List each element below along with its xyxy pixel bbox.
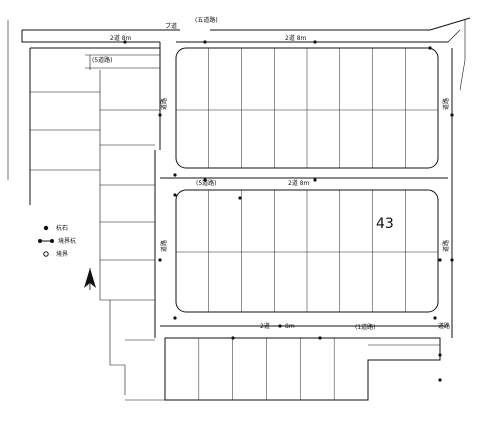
road-label-bottom-right: (1道路)	[355, 323, 376, 331]
boundary-marker	[203, 178, 207, 182]
boundary-marker	[123, 40, 127, 44]
road-label-top-left-road: ブ道	[165, 22, 177, 30]
legend-label-2: 境界杭	[58, 237, 76, 245]
boundary-markers	[123, 40, 454, 382]
legend-hollow-dot-icon	[43, 251, 49, 257]
road-label-top-block: (5道路)	[92, 56, 113, 64]
road-label-right-side2: 道路	[442, 240, 450, 252]
road-label-mid-left: (5道路)	[196, 179, 217, 187]
road-label-right-side: 道路	[442, 98, 450, 110]
boundary-marker	[278, 324, 282, 328]
bottom-block	[125, 337, 441, 401]
legend-label-1: 杭石	[56, 224, 68, 232]
north-arrow-icon	[84, 268, 96, 290]
boundary-marker	[438, 378, 442, 382]
boundary-marker	[231, 336, 235, 340]
boundary-marker	[313, 178, 317, 182]
boundary-marker	[318, 336, 322, 340]
middle-block	[175, 189, 439, 313]
boundary-marker	[173, 316, 177, 320]
boundary-marker	[238, 196, 242, 200]
boundary-marker	[173, 173, 177, 177]
legend: 杭石 境界杭 境界	[38, 224, 76, 258]
boundary-marker	[158, 113, 162, 117]
road-label-bottom-right-tag: 道路	[438, 322, 450, 330]
road-label-top-far: (五道路)	[195, 16, 218, 24]
boundary-marker	[438, 353, 442, 357]
top-road	[21, 17, 471, 148]
legend-dot-line-icon	[38, 239, 54, 243]
road-label-top-left: 2道 8m	[110, 34, 132, 42]
road-label-top-right: 2道 8m	[285, 34, 307, 42]
left-parcels	[29, 47, 161, 395]
road-label-left-side: 道路	[160, 98, 168, 110]
upper-block	[175, 47, 439, 169]
legend-filled-dot-icon	[43, 225, 49, 231]
boundary-marker	[438, 258, 442, 262]
boundary-marker	[313, 40, 317, 44]
boundary-marker	[428, 46, 432, 50]
far-right-edge	[459, 20, 466, 91]
block-number: 43	[376, 216, 394, 232]
boundary-marker	[203, 40, 207, 44]
boundary-marker	[158, 258, 162, 262]
road-label-mid-center: 2道 8m	[288, 179, 310, 187]
legend-label-3: 境界	[56, 250, 68, 258]
road-label-bottom-center: 8m	[285, 323, 295, 330]
boundary-marker	[450, 113, 454, 117]
boundary-marker	[450, 258, 454, 262]
road-label-left-side2: 道路	[160, 240, 168, 252]
road-label-bottom-left: 2道	[260, 322, 270, 330]
boundary-marker	[433, 316, 437, 320]
boundary-marker	[173, 193, 177, 197]
